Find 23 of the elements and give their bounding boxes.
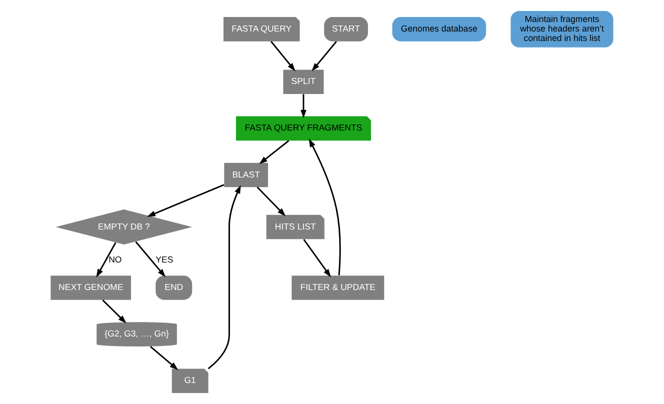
arrow [300, 94, 306, 118]
arrow [208, 185, 241, 370]
node-box: Maintain fragments whose headers aren’t contained in hits list [510, 10, 614, 48]
node-box: Genomes database [392, 17, 486, 42]
node-box: BLAST [224, 162, 268, 188]
arrow [303, 238, 331, 278]
edge-label: NO [108, 254, 122, 264]
node-box: START [324, 17, 368, 42]
node-box: SPLIT [283, 70, 324, 94]
node-box: NEXT GENOME [50, 276, 132, 300]
arrow [256, 186, 286, 216]
arrow [135, 241, 166, 278]
arrow [308, 138, 341, 276]
arrow [146, 184, 224, 217]
arrow [102, 300, 126, 324]
arrow [96, 242, 116, 278]
node-box: FILTER & UPDATE [292, 276, 384, 300]
arrow [150, 346, 178, 370]
node-box: END [156, 276, 192, 300]
arrow [259, 140, 290, 164]
arrow [312, 41, 337, 72]
arrow [270, 41, 296, 72]
edge-label: YES [156, 254, 174, 264]
